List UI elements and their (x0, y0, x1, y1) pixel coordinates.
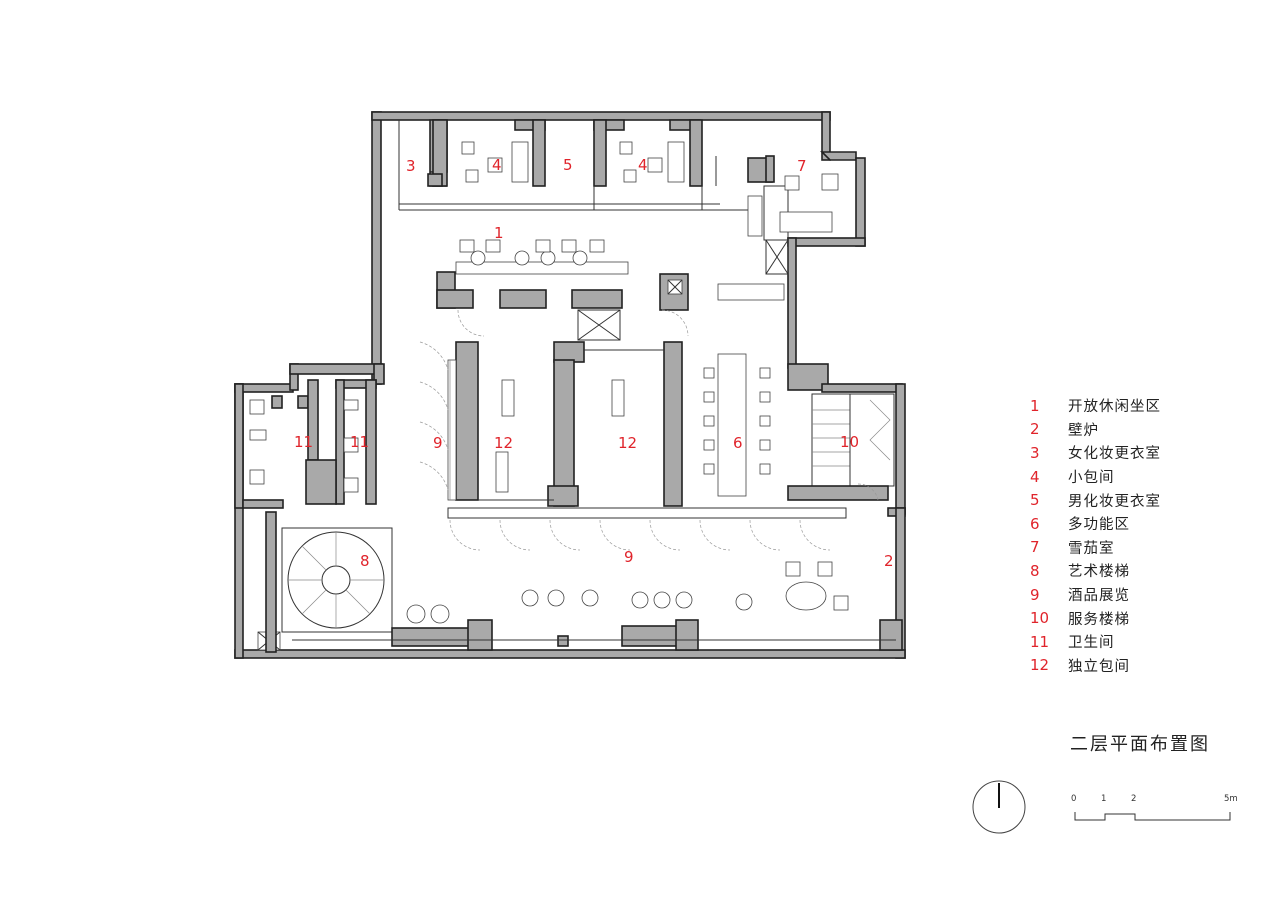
legend-label: 开放休闲坐区 (1068, 399, 1161, 416)
legend-label: 艺术楼梯 (1068, 564, 1130, 581)
legend: 1 开放休闲坐区 2 壁炉 3 女化妆更衣室 4 小包间 5 男化妆更衣室 6 多功能区 7 雪茄室 8 艺术… (1030, 394, 1161, 677)
open-seating (436, 239, 789, 341)
legend-item: 6 多功能区 (1030, 512, 1161, 536)
legend-item: 4 小包间 (1030, 465, 1161, 489)
central-rooms (447, 341, 847, 519)
scale-tick-0: 0 (1071, 794, 1076, 804)
legend-number: 10 (1030, 609, 1050, 628)
legend-label: 独立包间 (1068, 658, 1130, 675)
legend-item: 12 独立包间 (1030, 654, 1161, 678)
room-label-6: 6 (733, 434, 743, 452)
legend-number: 7 (1030, 538, 1040, 557)
legend-number: 6 (1030, 514, 1040, 533)
legend-number: 1 (1030, 396, 1040, 415)
room-label-8: 8 (360, 552, 370, 570)
room-label-9b: 9 (624, 548, 634, 566)
legend-number: 12 (1030, 656, 1050, 675)
legend-item: 5 男化妆更衣室 (1030, 488, 1161, 512)
room-label-9a: 9 (433, 434, 443, 452)
art-staircase (257, 511, 393, 653)
legend-number: 9 (1030, 585, 1040, 604)
legend-label: 酒品展览 (1068, 588, 1130, 605)
legend-number: 5 (1030, 491, 1040, 510)
legend-number: 4 (1030, 467, 1040, 486)
door-swings (419, 309, 879, 551)
room-label-10: 10 (840, 433, 859, 451)
legend-item: 9 酒品展览 (1030, 583, 1161, 607)
legend-item: 10 服务楼梯 (1030, 606, 1161, 630)
room-label-12b: 12 (618, 434, 637, 452)
legend-label: 多功能区 (1068, 517, 1130, 534)
legend-number: 8 (1030, 561, 1040, 580)
drawing-title: 二层平面布置图 (1070, 734, 1210, 755)
room-label-12a: 12 (494, 434, 513, 452)
legend-label: 小包间 (1068, 470, 1115, 487)
legend-label: 雪茄室 (1068, 540, 1115, 557)
scale-tick-5m: 5m (1224, 794, 1238, 804)
service-stair (787, 393, 895, 501)
outer-walls (234, 111, 906, 659)
legend-item: 3 女化妆更衣室 (1030, 441, 1161, 465)
legend-number: 3 (1030, 443, 1040, 462)
scale-tick-1: 1 (1101, 794, 1106, 804)
room-label-4a: 4 (492, 156, 502, 174)
room-label-7: 7 (797, 157, 807, 175)
legend-item: 11 卫生间 (1030, 630, 1161, 654)
room-label-4b: 4 (638, 156, 648, 174)
legend-label: 女化妆更衣室 (1068, 446, 1161, 463)
legend-item: 2 壁炉 (1030, 418, 1161, 442)
room-label-1: 1 (494, 224, 504, 242)
legend-number: 2 (1030, 420, 1040, 439)
room-label-11b: 11 (350, 433, 369, 451)
display-area (292, 561, 903, 651)
top-rooms (398, 119, 839, 241)
restrooms (234, 379, 377, 509)
legend-label: 壁炉 (1068, 422, 1099, 439)
legend-label: 卫生间 (1068, 635, 1115, 652)
room-label-5: 5 (563, 156, 573, 174)
legend-label: 服务楼梯 (1068, 611, 1130, 628)
scale-bar: 0 1 2 5m (1071, 794, 1238, 821)
room-label-3: 3 (406, 157, 416, 175)
north-arrow-icon (972, 780, 1026, 834)
room-label-2: 2 (884, 552, 894, 570)
legend-label: 男化妆更衣室 (1068, 493, 1161, 510)
legend-item: 8 艺术楼梯 (1030, 559, 1161, 583)
legend-number: 11 (1030, 632, 1050, 651)
legend-item: 7 雪茄室 (1030, 536, 1161, 560)
room-numbers: 3 4 5 4 7 1 9 12 12 6 10 11 11 9 2 8 (294, 156, 894, 570)
legend-item: 1 开放休闲坐区 (1030, 394, 1161, 418)
room-label-11a: 11 (294, 433, 313, 451)
scale-tick-2: 2 (1131, 794, 1136, 804)
